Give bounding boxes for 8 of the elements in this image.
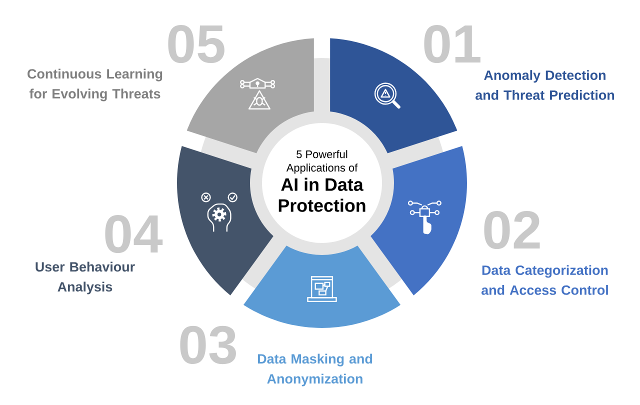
segment-label: Anomaly Detection and Threat Prediction	[476, 70, 614, 100]
segment-label: Continuous Learning for Evolving Threats	[28, 68, 162, 102]
ring-segment	[370, 146, 467, 296]
segment-label: User Behaviour Analysis	[36, 262, 135, 294]
ring-segment	[177, 146, 274, 296]
segment-label: Data Categorization and Access Control	[482, 265, 608, 295]
ring-segment	[243, 246, 401, 328]
segment-label: Data Masking and Anonymization	[258, 354, 372, 386]
